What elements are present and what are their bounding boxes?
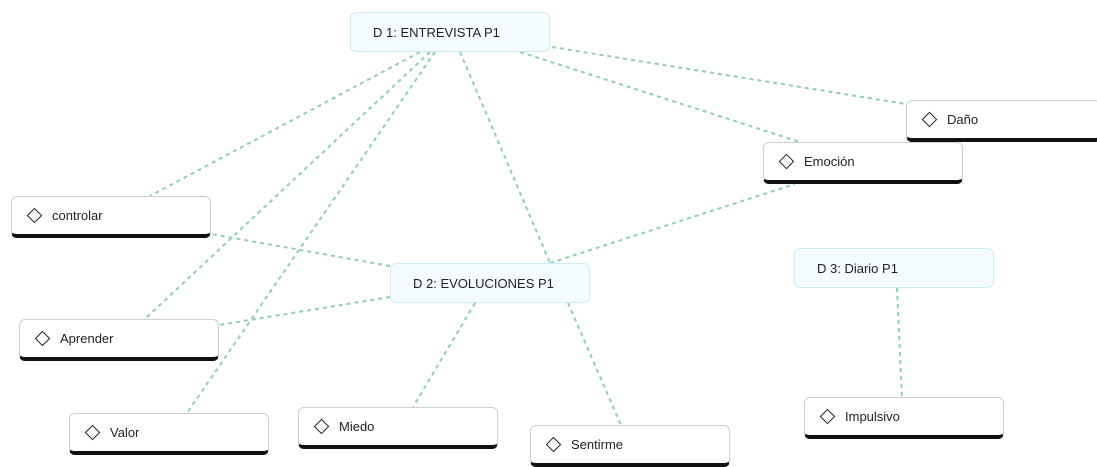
code-node-impulsivo[interactable]: Impulsivo bbox=[804, 397, 1004, 439]
code-node-aprender[interactable]: Aprender bbox=[19, 319, 219, 361]
code-label: Sentirme bbox=[571, 437, 624, 452]
document-label: D 3: Diario P1 bbox=[817, 260, 898, 276]
document-label: D 1: ENTREVISTA P1 bbox=[373, 24, 500, 40]
link-d2-miedo bbox=[412, 302, 476, 408]
document-node-d1[interactable]: D 1: ENTREVISTA P1 bbox=[350, 12, 550, 52]
link-d1-d2 bbox=[459, 51, 551, 264]
link-d1-valor bbox=[186, 51, 436, 414]
link-d1-aprender bbox=[144, 51, 431, 320]
link-d3-impulsivo bbox=[896, 287, 903, 398]
code-diamond-icon bbox=[84, 424, 101, 441]
code-diamond-icon bbox=[313, 418, 330, 435]
code-node-sentirme[interactable]: Sentirme bbox=[530, 425, 730, 467]
code-label: Impulsivo bbox=[845, 409, 900, 424]
link-d1-dano bbox=[551, 46, 907, 105]
link-d1-emocion bbox=[519, 51, 801, 143]
code-node-dano[interactable]: Daño bbox=[906, 100, 1097, 142]
link-d2-aprender bbox=[218, 296, 391, 326]
link-d2-sentirme bbox=[567, 302, 622, 426]
code-label: Aprender bbox=[60, 331, 114, 346]
code-label: Daño bbox=[947, 112, 979, 127]
code-node-emocion[interactable]: Emoción bbox=[763, 142, 963, 184]
code-label: Miedo bbox=[339, 419, 375, 434]
code-label: Emoción bbox=[804, 154, 855, 169]
link-d2-emocion bbox=[549, 183, 796, 264]
code-node-miedo[interactable]: Miedo bbox=[298, 407, 498, 449]
code-diamond-icon bbox=[26, 207, 43, 224]
code-diamond-icon bbox=[921, 111, 938, 128]
code-diamond-icon bbox=[819, 408, 836, 425]
link-d2-controlar bbox=[210, 233, 391, 267]
document-node-d2[interactable]: D 2: EVOLUCIONES P1 bbox=[390, 263, 590, 303]
document-label: D 2: EVOLUCIONES P1 bbox=[413, 275, 554, 291]
code-diamond-icon bbox=[34, 330, 51, 347]
code-node-valor[interactable]: Valor bbox=[69, 413, 269, 455]
code-label: controlar bbox=[52, 208, 103, 223]
code-diamond-icon bbox=[778, 153, 795, 170]
code-diamond-icon bbox=[545, 436, 562, 453]
document-node-d3[interactable]: D 3: Diario P1 bbox=[794, 248, 994, 288]
code-label: Valor bbox=[110, 425, 140, 440]
code-node-controlar[interactable]: controlar bbox=[11, 196, 211, 238]
link-d1-controlar bbox=[149, 51, 421, 197]
